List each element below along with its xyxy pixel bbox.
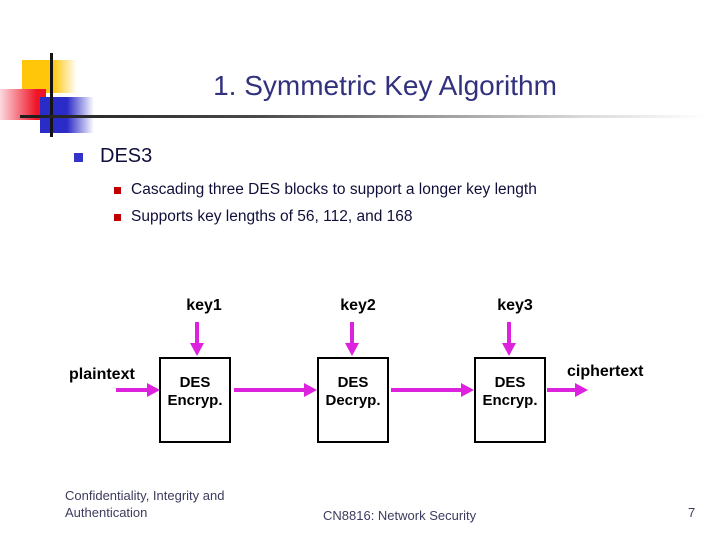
title-underline-rule — [20, 115, 705, 118]
level2-bullet-icon — [114, 187, 121, 194]
des-box-line1: DES — [494, 374, 526, 391]
des-encrypt-box-1: DES Encryp. — [159, 357, 231, 443]
footer-topic-line1: Confidentiality, Integrity and — [65, 488, 225, 503]
input-arrow — [116, 388, 147, 392]
box1-to-box2-arrowhead — [304, 383, 317, 397]
box2-to-box3-arrowhead — [461, 383, 474, 397]
des-encrypt-box-2: DES Encryp. — [474, 357, 546, 443]
des-box-line2: Decryp. — [325, 392, 381, 409]
footer-course-topic: Confidentiality, Integrity and Authentic… — [65, 487, 224, 521]
des-decrypt-box: DES Decryp. — [317, 357, 389, 443]
level1-bullet-text: DES3 — [100, 145, 153, 167]
output-arrowhead — [575, 383, 588, 397]
key1-down-arrow — [195, 322, 199, 343]
level2-bullet-text: Cascading three DES blocks to support a … — [131, 181, 537, 198]
ornament-yellow-square — [22, 60, 77, 93]
footer-topic-line2: Authentication — [65, 505, 148, 520]
key1-down-arrowhead — [190, 343, 204, 356]
ornament-red-square — [0, 89, 46, 120]
key3-down-arrow — [507, 322, 511, 343]
des-box-line1: DES — [337, 374, 369, 391]
level2-bullet-icon — [114, 214, 121, 221]
box2-to-box3-arrow — [391, 388, 461, 392]
page-number: 7 — [688, 505, 696, 520]
level2-bullet-text: Supports key lengths of 56, 112, and 168 — [131, 208, 413, 225]
input-arrowhead — [147, 383, 160, 397]
key2-down-arrowhead — [345, 343, 359, 356]
ciphertext-label: ciphertext — [567, 363, 644, 380]
key2-label: key2 — [340, 297, 376, 314]
plaintext-label: plaintext — [69, 366, 135, 383]
des-box-line2: Encryp. — [482, 392, 538, 409]
key3-down-arrowhead — [502, 343, 516, 356]
level1-bullet-icon — [74, 153, 83, 162]
box1-to-box2-arrow — [234, 388, 304, 392]
slide-title: 1. Symmetric Key Algorithm — [213, 70, 557, 101]
des-box-line2: Encryp. — [167, 392, 223, 409]
footer-course-name: CN8816: Network Security — [323, 508, 477, 523]
output-arrow — [547, 388, 575, 392]
ornament-vertical-line — [50, 53, 53, 137]
key1-label: key1 — [186, 297, 222, 314]
key3-label: key3 — [497, 297, 533, 314]
des-box-line1: DES — [179, 374, 211, 391]
key2-down-arrow — [350, 322, 354, 343]
